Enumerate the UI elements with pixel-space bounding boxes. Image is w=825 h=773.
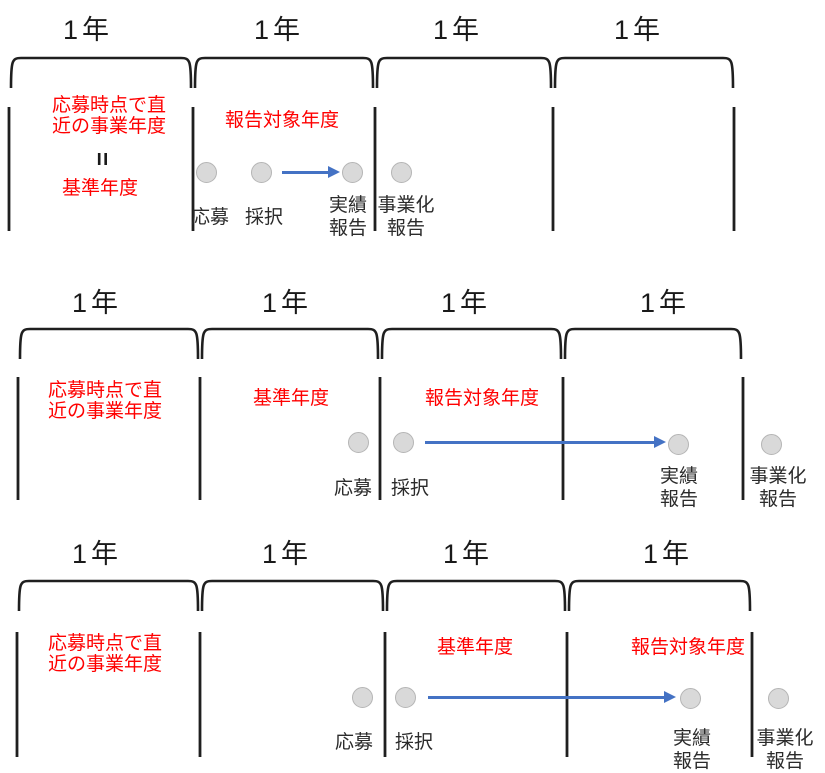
station-label-result-report: 実績 報告 (328, 195, 367, 239)
station-label-commercialization-report: 事業化 報告 (749, 466, 807, 510)
annotation-recent-fiscal-year: 応募時点で直 近の事業年度 (47, 633, 162, 675)
annotation-report-target-year: 報告対象年度 (630, 637, 745, 658)
milestone-dot-apply (348, 432, 369, 453)
year-bracket (563, 327, 743, 360)
year-duration-label: 1年 (440, 288, 492, 318)
equals-mark: = (88, 151, 115, 166)
milestone-dot-adopt (395, 687, 416, 708)
milestone-dot-apply (196, 162, 217, 183)
year-duration-label: 1年 (642, 539, 694, 569)
year-bracket (200, 327, 380, 360)
year-duration-label: 1年 (71, 288, 123, 318)
milestone-dot-result-report (668, 434, 689, 455)
station-label-adopt: 採択 (244, 207, 283, 228)
year-duration-label: 1年 (639, 288, 691, 318)
station-label-result-report: 実績 報告 (659, 466, 698, 510)
annotation-base-year: 基準年度 (61, 178, 138, 199)
year-bracket (193, 56, 375, 89)
station-label-result-report: 実績 報告 (672, 728, 711, 772)
station-label-adopt: 採択 (394, 732, 433, 753)
row-1-structure (7, 56, 736, 231)
milestone-dot-commercialization-report (761, 434, 782, 455)
year-duration-label: 1年 (62, 15, 114, 45)
progress-arrow (425, 436, 666, 448)
annotation-recent-fiscal-year: 応募時点で直 近の事業年度 (51, 95, 166, 137)
progress-arrow (428, 691, 676, 703)
year-bracket (375, 56, 553, 89)
year-duration-label: 1年 (432, 15, 484, 45)
year-bracket (17, 579, 200, 612)
milestone-dot-commercialization-report (768, 688, 789, 709)
milestone-dot-adopt (251, 162, 272, 183)
year-bracket (567, 579, 752, 612)
station-label-apply: 応募 (333, 478, 372, 499)
year-bracket (18, 327, 200, 360)
progress-arrow (282, 166, 340, 178)
year-duration-label: 1年 (261, 539, 313, 569)
station-label-commercialization-report: 事業化 報告 (756, 728, 814, 772)
milestone-dot-result-report (680, 688, 701, 709)
station-label-commercialization-report: 事業化 報告 (377, 195, 435, 239)
year-duration-label: 1年 (261, 288, 313, 318)
year-bracket (9, 56, 193, 89)
station-label-apply: 応募 (334, 732, 373, 753)
annotation-report-target-year: 報告対象年度 (424, 388, 539, 409)
year-duration-label: 1年 (253, 15, 305, 45)
year-bracket (553, 56, 735, 89)
year-bracket (200, 579, 385, 612)
milestone-dot-apply (352, 687, 373, 708)
annotation-base-year: 基準年度 (252, 388, 329, 409)
year-bracket (385, 579, 567, 612)
milestone-dot-commercialization-report (391, 162, 412, 183)
row-3-structure (15, 579, 754, 757)
year-duration-label: 1年 (442, 539, 494, 569)
station-label-adopt: 採択 (390, 478, 429, 499)
milestone-dot-adopt (393, 432, 414, 453)
row-2-structure (16, 327, 745, 500)
year-duration-label: 1年 (613, 15, 665, 45)
annotation-recent-fiscal-year: 応募時点で直 近の事業年度 (47, 380, 162, 422)
annotation-report-target-year: 報告対象年度 (224, 110, 339, 131)
year-duration-label: 1年 (71, 539, 123, 569)
station-label-apply: 応募 (190, 207, 229, 228)
annotation-base-year: 基準年度 (436, 637, 513, 658)
milestone-dot-result-report (342, 162, 363, 183)
year-bracket (380, 327, 563, 360)
